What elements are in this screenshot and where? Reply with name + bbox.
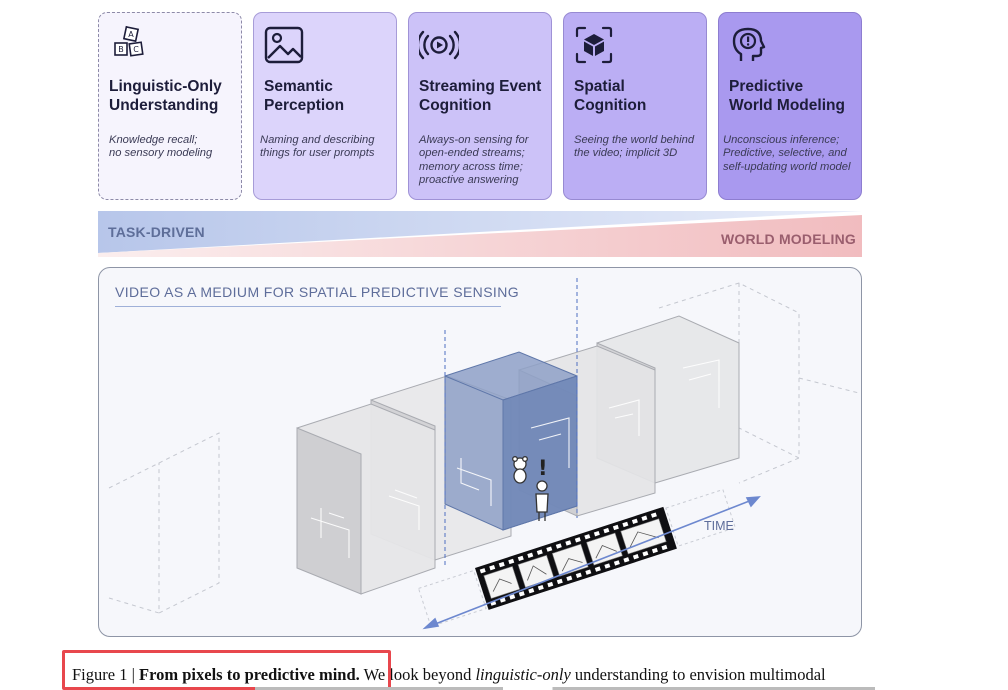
cube-icon	[575, 26, 613, 64]
card-title: Semantic Perception	[264, 78, 345, 114]
caption-text-continued: understanding to envision multimodal	[570, 665, 826, 684]
alert-exclamation-icon: !	[538, 456, 548, 480]
person-figure	[512, 456, 549, 521]
spectrum-band	[98, 211, 862, 257]
panel-title: VIDEO AS A MEDIUM FOR SPATIAL PREDICTIVE…	[115, 284, 520, 300]
svg-text:B: B	[118, 45, 124, 54]
capability-card-streaming: Streaming Event Cognition Always-on sens…	[408, 12, 552, 200]
svg-text:C: C	[133, 45, 139, 54]
capability-card-spatial: Spatial Cognition Seeing the world behin…	[563, 12, 707, 200]
time-arrow	[422, 496, 761, 630]
capability-card-predictive: Predictive World Modeling Unconscious in…	[718, 12, 862, 200]
figure-caption: Figure 1 | From pixels to predictive min…	[72, 665, 826, 685]
video-panel: VIDEO AS A MEDIUM FOR SPATIAL PREDICTIVE…	[98, 267, 862, 637]
spatial-scene-illustration: !	[108, 278, 860, 630]
spectrum-left-label: TASK-DRIVEN	[108, 224, 205, 240]
brain-head-icon	[732, 27, 766, 61]
figure-label: Figure 1 |	[72, 665, 140, 684]
film-strip	[417, 488, 736, 628]
capability-card-semantic: Semantic Perception Naming and describin…	[253, 12, 397, 200]
caption-title: From pixels to predictive mind.	[139, 665, 360, 684]
card-description: Seeing the world behind the video; impli…	[574, 134, 695, 160]
card-title: Streaming Event Cognition	[419, 78, 542, 114]
card-title: Linguistic-Only Understanding	[109, 78, 222, 114]
time-slice-guides	[444, 278, 578, 568]
time-label: TIME	[704, 519, 734, 533]
card-description: Naming and describing things for user pr…	[260, 134, 375, 160]
image-icon	[264, 26, 304, 64]
card-description: Always-on sensing for open-ended streams…	[419, 134, 529, 187]
card-description: Knowledge recall; no sensory modeling	[109, 134, 213, 160]
svg-text:A: A	[128, 30, 134, 39]
caption-emphasis: linguistic-only	[475, 665, 571, 684]
spectrum-right-label: WORLD MODELING	[720, 231, 856, 247]
card-title: Predictive World Modeling	[729, 78, 845, 114]
room-sketch	[310, 359, 720, 558]
card-title: Spatial Cognition	[574, 78, 647, 114]
active-time-volume	[444, 351, 578, 531]
caption-next-line-cropped	[255, 687, 875, 690]
streaming-icon	[419, 30, 459, 60]
card-description: Unconscious inference; Predictive, selec…	[723, 134, 851, 173]
caption-highlight-box	[62, 650, 391, 690]
panel-title-underline	[115, 306, 501, 307]
